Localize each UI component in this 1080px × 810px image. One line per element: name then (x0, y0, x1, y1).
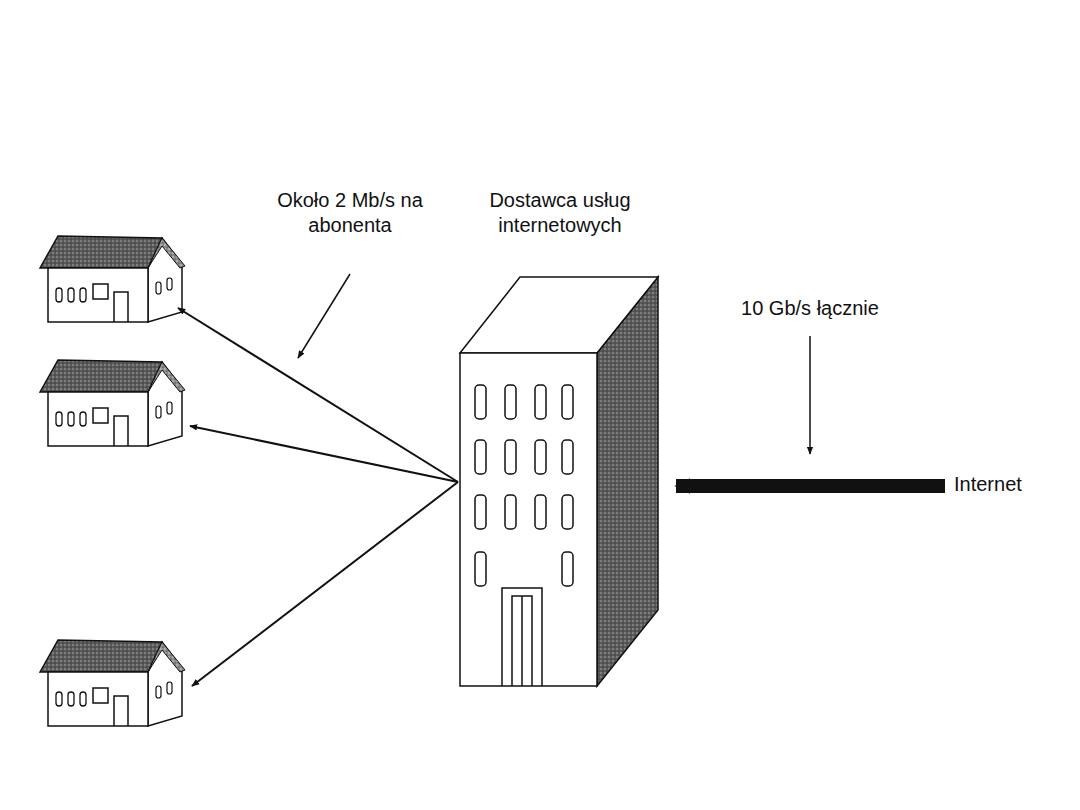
window (562, 440, 573, 474)
window (535, 495, 546, 529)
window (475, 552, 486, 586)
window (475, 440, 486, 474)
house (40, 360, 185, 446)
window (505, 440, 516, 474)
leader-arrow (298, 274, 350, 358)
window (505, 385, 516, 419)
windows (475, 385, 573, 586)
backbone-arrow (676, 479, 945, 493)
window (562, 552, 573, 586)
subscriber-houses (40, 236, 185, 726)
window (562, 495, 573, 529)
link-arrow (190, 426, 458, 482)
link-arrow (178, 308, 458, 482)
window (535, 440, 546, 474)
subscriber-links (178, 308, 458, 686)
house (40, 640, 185, 726)
door (502, 588, 542, 686)
window (475, 385, 486, 419)
isp-building: Dostawca usług internetowych (440, 188, 680, 688)
bandwidth-label: 10 Gb/s łącznie (700, 296, 920, 321)
building-front (460, 353, 597, 686)
internet-label: Internet (954, 472, 1074, 497)
building-roof (460, 277, 658, 353)
node-heading: Dostawca usług internetowych (455, 188, 665, 238)
window (535, 385, 546, 419)
window (505, 495, 516, 529)
bandwidth-label: Około 2 Mb/s na abonenta (268, 188, 432, 238)
leader-arrow (809, 336, 811, 454)
house (40, 236, 185, 322)
building-shape (440, 260, 680, 690)
window (475, 495, 486, 529)
link-arrow (192, 482, 458, 686)
window (562, 385, 573, 419)
